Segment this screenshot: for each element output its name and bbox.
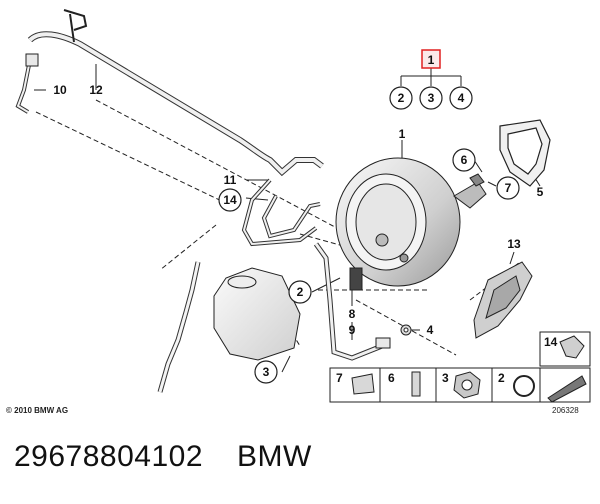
hose-lines [241, 178, 391, 361]
table-cell-3: 3 [442, 371, 449, 385]
callout-6: 6 [461, 153, 468, 167]
footer: 29678804102 BMW [14, 440, 312, 474]
brand-name: BMW [237, 440, 312, 473]
callout-circles [218, 86, 520, 384]
parts-table [329, 367, 591, 403]
callout-12: 12 [89, 83, 103, 97]
callout-3-reservoir: 3 [263, 365, 270, 379]
callout-1-booster: 1 [399, 127, 406, 141]
lower-hose [157, 261, 201, 393]
small-parts [400, 173, 485, 336]
callout-7: 7 [505, 181, 512, 195]
callout-3-top: 3 [428, 91, 435, 105]
parts-table-labels: 7 6 3 2 [336, 371, 505, 385]
inset-14-label: 14 [544, 335, 558, 349]
table-cell-7: 7 [336, 371, 343, 385]
copyright-text: © 2010 BMW AG [6, 406, 69, 415]
bracket [473, 261, 533, 339]
vacuum-hose-assembly [15, 9, 324, 177]
diagram-number: 206328 [552, 406, 579, 415]
part-number: 29678804102 [14, 440, 204, 473]
parts-diagram: 1 2 3 4 1 5 6 7 10 12 11 14 2 8 9 4 3 13… [15, 9, 591, 403]
callout-4-mid: 4 [427, 323, 434, 337]
callout-5: 5 [537, 185, 544, 199]
brake-booster [335, 157, 487, 291]
callout-11: 11 [224, 173, 237, 187]
callout-2-mid: 2 [297, 285, 304, 299]
callout-4-top: 4 [458, 91, 465, 105]
callout-1-top: 1 [428, 53, 435, 67]
callout-labels: 1 2 3 4 1 5 6 7 10 12 11 14 2 8 9 4 3 13 [53, 53, 543, 379]
fluid-reservoir [213, 267, 301, 361]
callout-8: 8 [349, 307, 356, 321]
gasket [499, 119, 551, 187]
callout-13: 13 [507, 237, 521, 251]
callout-9: 9 [349, 323, 356, 337]
table-cell-6: 6 [388, 371, 395, 385]
callout-2-top: 2 [398, 91, 405, 105]
inset-box-14: 14 [539, 331, 591, 367]
highlight-box-1 [421, 49, 441, 69]
table-cell-2: 2 [498, 371, 505, 385]
callout-10: 10 [53, 83, 67, 97]
callout-14: 14 [223, 193, 237, 207]
